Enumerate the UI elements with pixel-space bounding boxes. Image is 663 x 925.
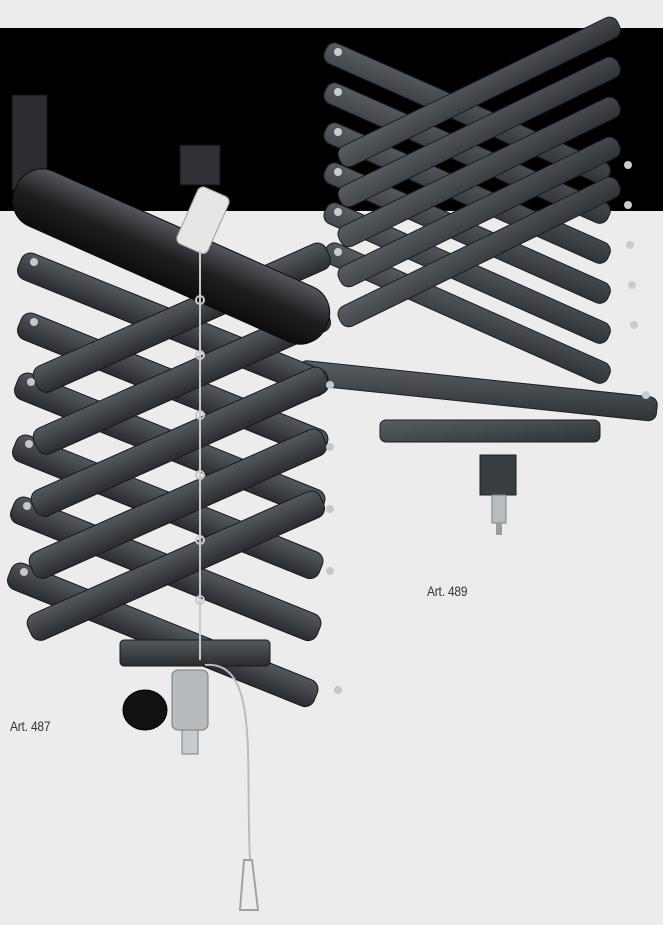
caption-art-487: Art. 487 [10, 718, 51, 734]
caption-art-489: Art. 489 [427, 583, 468, 599]
